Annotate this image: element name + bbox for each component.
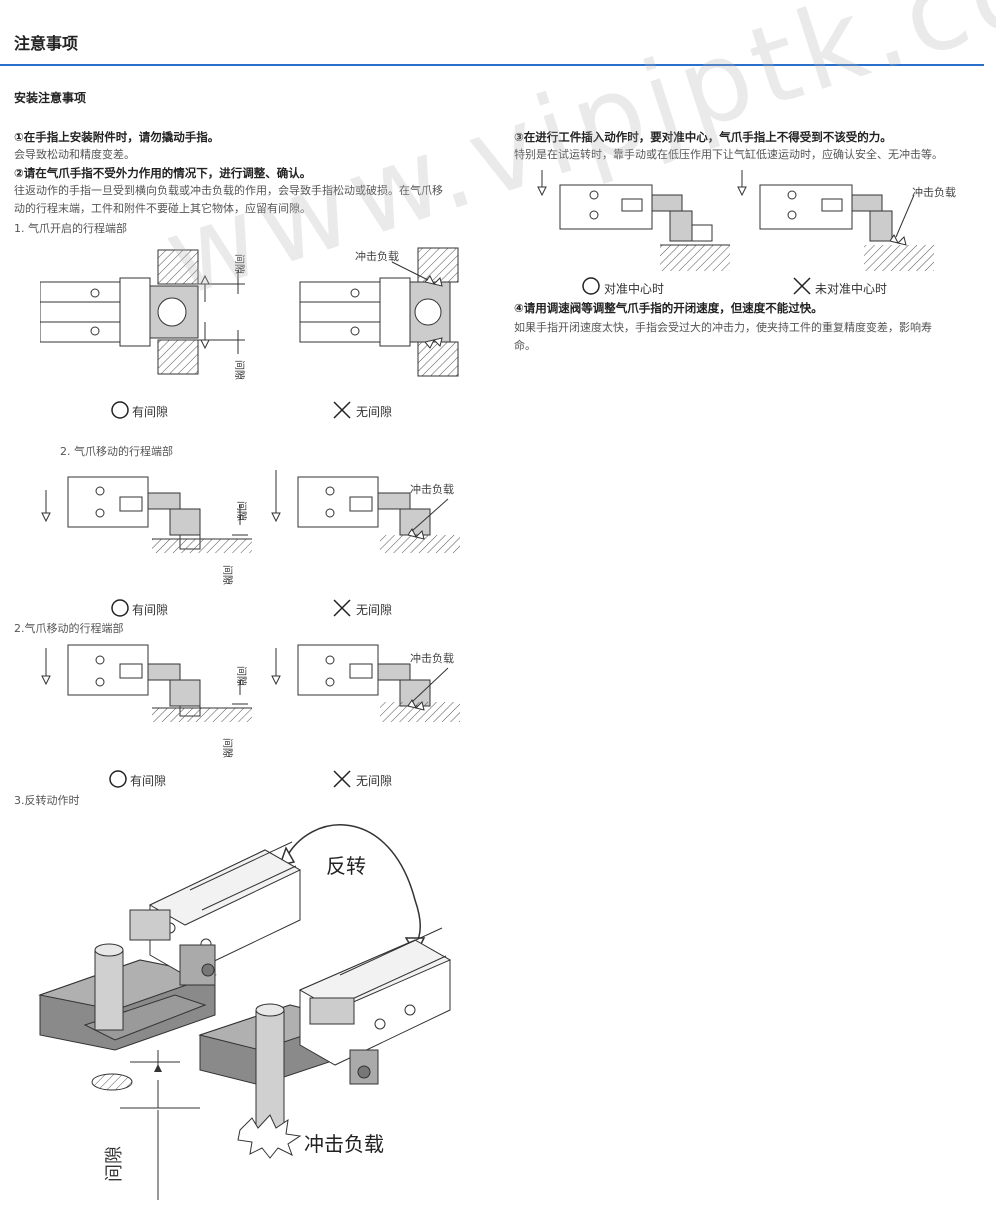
- subsection-1-heading: 1. 气爪开启的行程端部: [14, 222, 127, 235]
- note-2-heading: ②请在气爪手指不受外力作用的情况下，进行调整、确认。: [14, 166, 312, 180]
- impact-load-label: 冲击负载: [410, 483, 454, 496]
- circle-ok-icon: [111, 401, 129, 419]
- note-2-body-line2: 动的行程末端，工件和附件不要碰上其它物体，应留有间隙。: [14, 202, 311, 215]
- title-divider: [0, 64, 984, 66]
- move-ng-figure-b: [271, 644, 460, 722]
- svg-text:间隙: 间隙: [235, 501, 248, 521]
- page-title: 注意事项: [14, 34, 79, 53]
- ok-caption: 有间隙: [132, 603, 169, 617]
- move-ok-figure-b: [41, 644, 252, 722]
- subsection-3-heading: 2.气爪移动的行程端部: [14, 622, 124, 635]
- impact-load-label: 冲击负载: [410, 652, 454, 665]
- reverse-arrow-icon: [284, 824, 421, 946]
- ng-caption: 无间隙: [356, 774, 393, 788]
- subsection-2-heading: 2. 气爪移动的行程端部: [60, 445, 173, 458]
- ok-caption: 有间隙: [130, 774, 167, 788]
- note-4-heading: ④请用调速阀等调整气爪手指的开闭速度，但速度不能过快。: [514, 301, 823, 315]
- cross-ng-icon: [333, 770, 351, 788]
- svg-text:间隙: 间隙: [221, 738, 234, 758]
- note-4-body-line1: 如果手指开闭速度太快，手指会受过大的冲击力，使夹持工件的重复精度变差，影响寿: [514, 321, 932, 334]
- cross-ng-icon: [333, 599, 351, 617]
- ng-caption: 无间隙: [356, 405, 393, 419]
- impact-load-label: 冲击负载: [912, 186, 956, 199]
- move-ng-figure-a: [271, 470, 460, 553]
- off-center-caption: 未对准中心时: [815, 282, 888, 296]
- note-2-body-line1: 往返动作的手指一旦受到横向负载或冲击负载的作用，会导致手指松动或破损。在气爪移: [14, 184, 443, 197]
- note-3-body: 特别是在试运转时，靠手动或在低压作用下让气缸低速运动时，应确认安全、无冲击等。: [514, 148, 943, 161]
- impact-load-label-large: 冲击负载: [304, 1132, 384, 1156]
- cross-ng-icon: [793, 277, 811, 295]
- circle-ok-icon: [582, 277, 600, 295]
- open-ok-figure: 间隙 间隙: [40, 249, 246, 380]
- cross-ng-icon: [333, 401, 351, 419]
- impact-load-label: 冲击负载: [355, 250, 399, 263]
- diagram-insert-center: [537, 170, 934, 271]
- note-3-heading: ③在进行工件插入动作时，要对准中心，气爪手指上不得受到不该受的力。: [514, 130, 892, 144]
- gap-label-large: 间隙: [104, 1146, 125, 1182]
- svg-text:间隙: 间隙: [221, 565, 234, 585]
- ok-caption: 有间隙: [132, 405, 169, 419]
- diagram-open-stroke: 间隙 间隙: [40, 247, 459, 380]
- section-heading: 安装注意事项: [14, 91, 87, 105]
- diagram-move-stroke-a: 间隙 间隙: [41, 470, 460, 585]
- ng-caption: 无间隙: [356, 603, 393, 617]
- diagram-reverse-action: 间隙: [38, 824, 452, 1200]
- centered-caption: 对准中心时: [604, 282, 665, 296]
- gap-label: 间隙: [233, 360, 246, 380]
- open-ng-figure: [299, 247, 459, 377]
- circle-ok-icon: [111, 599, 129, 617]
- gap-label: 间隙: [233, 254, 246, 274]
- centered-ok-figure: [537, 170, 730, 271]
- move-ok-figure-a: [41, 476, 252, 553]
- off-center-ng-figure: [737, 170, 934, 271]
- reverse-label: 反转: [326, 854, 366, 878]
- svg-text:间隙: 间隙: [235, 666, 248, 686]
- note-1-heading: ①在手指上安装附件时，请勿撬动手指。: [14, 130, 220, 144]
- diagram-move-stroke-b: 间隙 间隙: [41, 644, 460, 758]
- note-4-body-line2: 命。: [514, 339, 536, 352]
- note-1-body: 会导致松动和精度变差。: [14, 148, 135, 161]
- circle-ok-icon: [109, 770, 127, 788]
- subsection-4-heading: 3.反转动作时: [14, 794, 80, 807]
